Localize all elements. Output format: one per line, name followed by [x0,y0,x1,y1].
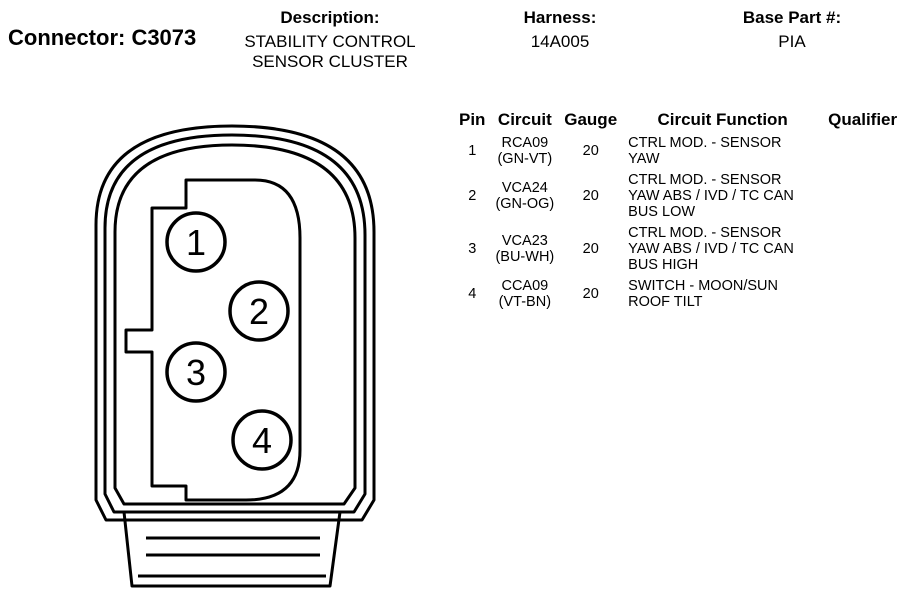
base-part-label: Base Part #: [742,8,842,27]
circuit-color: (GN-VT) [497,151,553,167]
qualifier-cell [823,133,902,170]
circuit-color: (VT-BN) [498,294,552,310]
pin-number: 1 [468,143,477,159]
gauge-cell: 20 [582,188,599,204]
harness-value: 14A005 [530,32,590,51]
function-cell: CTRL MOD. - SENSOR YAW ABS / IVD / TC CA… [622,170,823,223]
gauge-cell: 20 [582,286,599,302]
circuit-cell: CCA09 (VT-BN) [490,276,559,313]
col-pin: Pin [459,110,486,129]
qualifier-cell [823,223,902,276]
circuit-cell: VCA24 (GN-OG) [490,170,559,223]
inner-cavity-outline [124,178,302,502]
pin-4-circle [231,409,293,471]
table-row: 4 CCA09 (VT-BN) 20 SWITCH - MOON/SUN ROO… [454,276,902,313]
function-line: BUS HIGH [628,257,699,273]
gauge-cell: 20 [582,241,599,257]
base-part-block: Base Part #: PIA [712,8,872,52]
qualifier-cell [823,276,902,313]
pin-2-circle [228,280,290,342]
housing-outline-2 [103,133,367,514]
function-line: YAW [628,151,660,167]
function-line: YAW ABS / IVD / TC CAN [628,241,794,257]
circuit-id: RCA09 [501,135,549,151]
pin-table: Pin Circuit Gauge Circuit Function Quali… [454,110,902,313]
circuit-color: (GN-OG) [495,196,555,212]
harness-label: Harness: [523,8,597,27]
connector-title: Connector: C3073 [8,25,197,50]
col-qualifier: Qualifier [828,110,898,129]
description-line-1: STABILITY CONTROL [244,32,416,51]
col-circuit-function: Circuit Function [657,110,788,129]
table-row: 1 RCA09 (GN-VT) 20 CTRL MOD. - SENSOR YA… [454,133,902,170]
pin-number: 3 [468,241,477,257]
base-part-value: PIA [778,32,806,51]
description-block: Description: STABILITY CONTROL SENSOR CL… [222,8,438,72]
pin-number: 4 [468,286,477,302]
housing-outer-outline [94,124,376,522]
col-gauge: Gauge [564,110,618,129]
description-label: Description: [280,8,380,27]
circuit-id: VCA23 [501,233,548,249]
housing-outline-3 [113,143,357,506]
col-circuit: Circuit [497,110,552,129]
function-cell: CTRL MOD. - SENSOR YAW ABS / IVD / TC CA… [622,223,823,276]
harness-block: Harness: 14A005 [490,8,630,52]
housing-bottom-tab [122,511,342,588]
table-row: 3 VCA23 (BU-WH) 20 CTRL MOD. - SENSOR YA… [454,223,902,276]
circuit-color: (BU-WH) [495,249,555,265]
pin-number: 2 [468,188,477,204]
pin-2-label: 2 [249,291,269,332]
pin-table-header: Pin Circuit Gauge Circuit Function Quali… [454,110,902,133]
pin-3-circle [165,341,227,403]
function-line: YAW ABS / IVD / TC CAN [628,188,794,204]
pin-1-label: 1 [186,222,206,263]
function-line: CTRL MOD. - SENSOR [628,135,782,151]
circuit-id: VCA24 [501,180,548,196]
description-line-2: SENSOR CLUSTER [252,52,408,71]
pin-4-label: 4 [252,420,272,461]
function-line: CTRL MOD. - SENSOR [628,172,782,188]
table-row: 2 VCA24 (GN-OG) 20 CTRL MOD. - SENSOR YA… [454,170,902,223]
function-line: BUS LOW [628,204,696,220]
function-line: SWITCH - MOON/SUN [628,278,778,294]
circuit-cell: VCA23 (BU-WH) [490,223,559,276]
qualifier-cell [823,170,902,223]
pin-3-label: 3 [186,352,206,393]
function-line: CTRL MOD. - SENSOR [628,225,782,241]
pin-1-circle [165,211,227,273]
function-cell: SWITCH - MOON/SUN ROOF TILT [622,276,823,313]
circuit-cell: RCA09 (GN-VT) [490,133,559,170]
circuit-id: CCA09 [501,278,549,294]
function-line: ROOF TILT [628,294,703,310]
gauge-cell: 20 [582,143,599,159]
function-cell: CTRL MOD. - SENSOR YAW [622,133,823,170]
